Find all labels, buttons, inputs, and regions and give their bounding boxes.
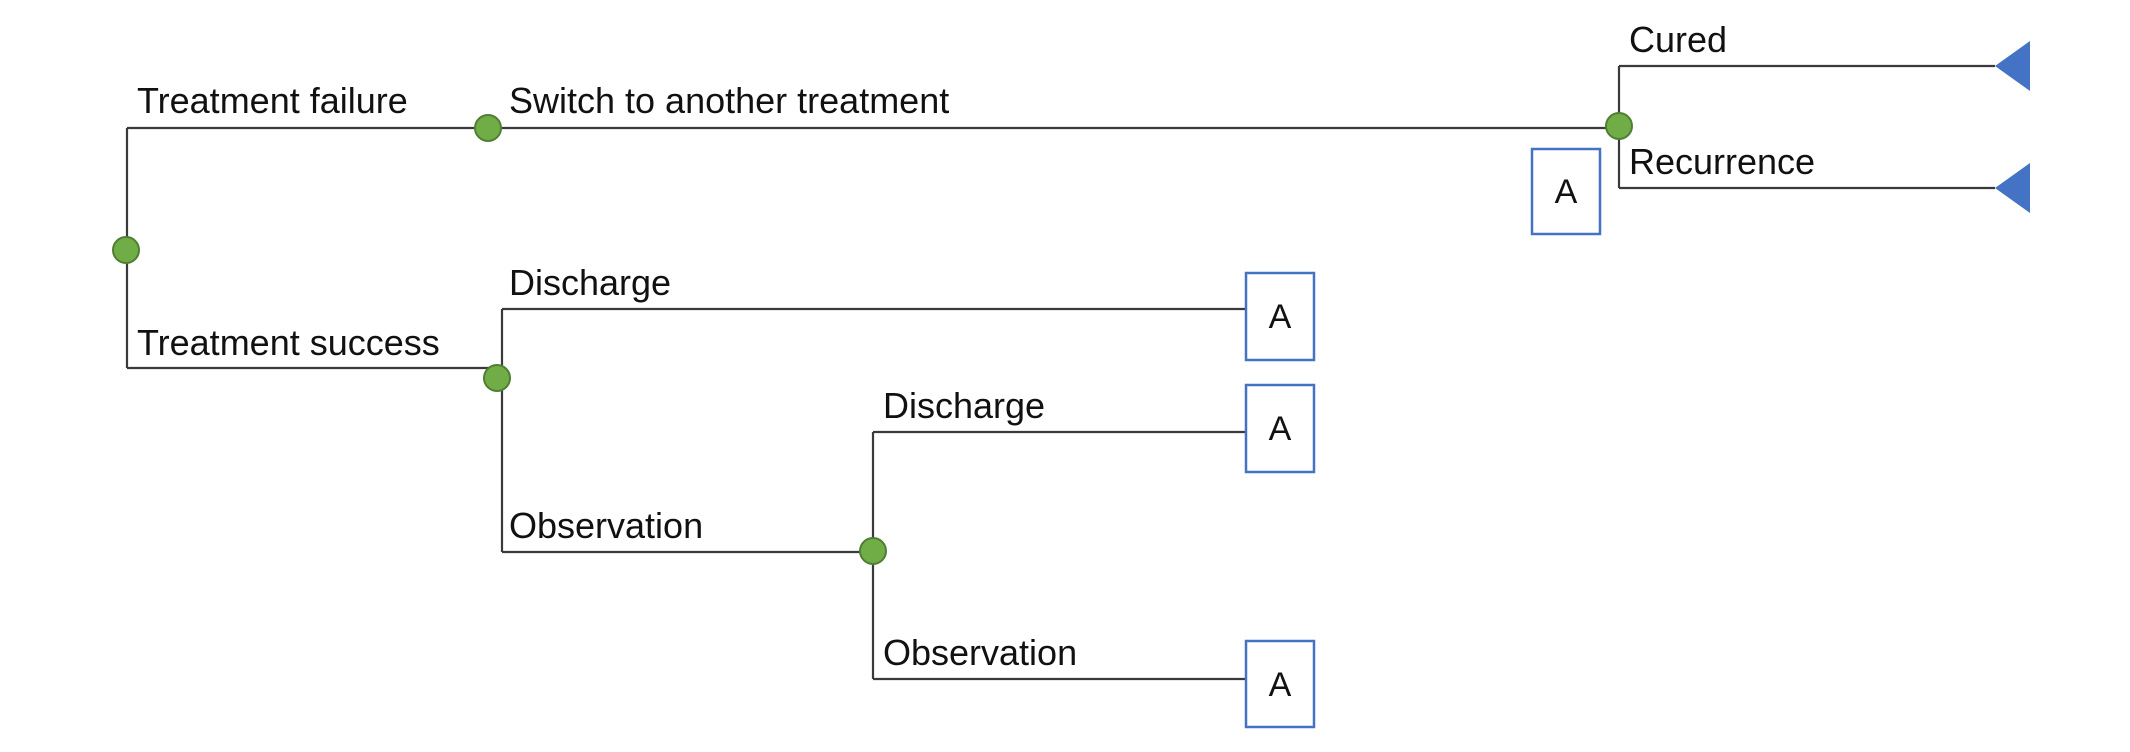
- branch-label-recurrence: Recurrence: [1629, 141, 1815, 182]
- terminal-node-cured: [1995, 41, 2030, 91]
- reference-box-observation-2: A: [1244, 639, 1316, 729]
- chance-node-observation-1: [859, 537, 887, 565]
- branch-label-observation-2: Observation: [883, 632, 1077, 673]
- branch-label-treatment-success: Treatment success: [137, 322, 440, 363]
- branch-label-discharge-2: Discharge: [883, 385, 1045, 426]
- chance-node-treatment-failure: [474, 114, 502, 142]
- branch-label-observation-1: Observation: [509, 505, 703, 546]
- reference-label-observation-2: A: [1269, 666, 1292, 704]
- reference-box-discharge-2: A: [1244, 383, 1316, 474]
- chance-node-treatment-success: [483, 364, 511, 392]
- reference-label-discharge-2: A: [1269, 410, 1292, 448]
- reference-label-recurrence: A: [1555, 173, 1578, 211]
- branch-label-treatment-failure: Treatment failure: [137, 80, 408, 121]
- chance-node-root: [112, 236, 140, 264]
- terminal-node-recurrence: [1995, 163, 2030, 213]
- branch-label-cured: Cured: [1629, 19, 1727, 60]
- chance-node-switch-treatment: [1605, 112, 1633, 140]
- branch-label-switch-treatment: Switch to another treatment: [509, 80, 949, 121]
- branch-label-discharge-1: Discharge: [509, 262, 671, 303]
- reference-box-recurrence: A: [1530, 147, 1602, 236]
- reference-box-discharge-1: A: [1244, 271, 1316, 362]
- reference-label-discharge-1: A: [1269, 298, 1292, 336]
